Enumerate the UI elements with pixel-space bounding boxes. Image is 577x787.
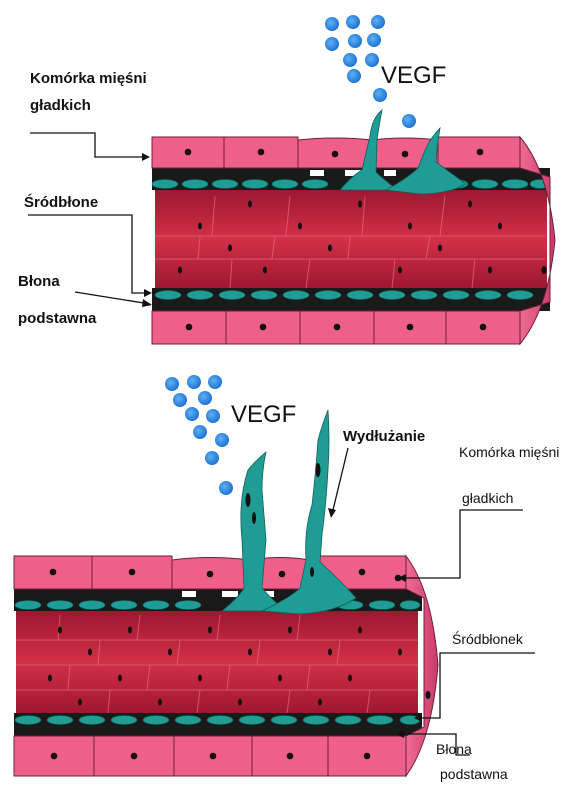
bottom-panel-vessel xyxy=(14,410,438,776)
bottom-basement-label-line1: Błona xyxy=(436,741,472,758)
bottom-vegf-molecules xyxy=(165,375,233,495)
top-smooth-muscle-label-line1: Komórka mięśni xyxy=(30,70,147,88)
bottom-basement-label-line2: podstawna xyxy=(440,766,508,783)
bottom-vegf-label: VEGF xyxy=(231,401,296,429)
bottom-endothelium-label: Śródbłonek xyxy=(452,631,523,648)
bottom-smooth-muscle-pointer xyxy=(402,510,523,578)
bottom-smooth-muscle-label-line2: gładkich xyxy=(462,490,513,507)
top-lower-basement-membrane xyxy=(152,302,550,311)
top-basement-label-line2: podstawna xyxy=(18,310,96,328)
top-basement-pointer xyxy=(75,292,150,304)
bottom-lower-basement-membrane xyxy=(14,727,422,736)
bottom-elongation-label: Wydłużanie xyxy=(343,428,425,446)
bottom-smooth-muscle-label-line1: Komórka mięśni xyxy=(459,444,559,461)
top-smooth-muscle-pointer xyxy=(30,133,145,157)
top-lumen xyxy=(155,190,547,288)
bottom-lumen xyxy=(16,611,418,713)
top-endothelium-label: Śródbłone xyxy=(24,194,98,212)
bottom-upper-basement-membrane xyxy=(14,589,422,598)
top-vegf-label: VEGF xyxy=(381,62,446,90)
top-panel-vessel xyxy=(152,110,555,344)
top-smooth-muscle-label-line2: gładkich xyxy=(30,97,91,115)
top-basement-label-line1: Błona xyxy=(18,273,60,291)
bottom-elongation-pointer xyxy=(332,448,348,514)
